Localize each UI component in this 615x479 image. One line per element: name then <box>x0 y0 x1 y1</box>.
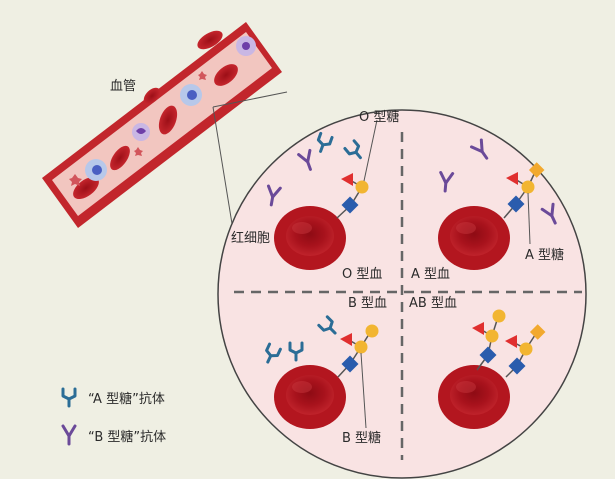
blood-vessel <box>42 22 282 228</box>
b-sugar-chain <box>337 324 379 378</box>
o-sugar-label: O 型糖 <box>359 109 399 125</box>
o-sugar-chain <box>336 173 369 219</box>
o-blood-label: O 型血 <box>342 267 382 282</box>
vessel-platelet <box>69 71 207 186</box>
red-blood-cell <box>274 206 346 270</box>
ab-sugar-chain-a <box>505 324 546 378</box>
quadrant-a <box>437 138 563 270</box>
ab-sugar-chain-b <box>472 309 506 371</box>
quadrant-o <box>263 119 378 270</box>
a-sugar-chain <box>503 162 545 219</box>
red-blood-cell <box>274 365 346 429</box>
red-blood-cell <box>438 206 510 270</box>
vessel-label: 血管 <box>110 79 136 94</box>
vessel-white-cell <box>85 36 256 181</box>
b-blood-label: B 型血 <box>348 296 387 311</box>
legend-a-antibody-label: “A 型糖”抗体 <box>88 391 165 407</box>
b-antibody-icon <box>61 424 77 446</box>
vessel-red-cell <box>73 30 238 200</box>
legend-b-antibody-label: “B 型糖”抗体 <box>88 429 166 445</box>
ab-blood-label: AB 型血 <box>409 296 457 311</box>
red-blood-cell <box>438 365 510 429</box>
zoom-lines <box>212 91 288 237</box>
red-cell-label: 红细胞 <box>231 230 270 246</box>
quadrant-ab <box>438 309 546 429</box>
a-sugar-label: A 型糖 <box>525 247 564 263</box>
quadrant-dividers <box>234 132 582 460</box>
legend: “A 型糖”抗体 “B 型糖”抗体 <box>61 387 166 446</box>
b-sugar-label: B 型糖 <box>342 430 381 446</box>
a-antibody-icon <box>61 387 77 408</box>
quadrant-b <box>260 315 379 429</box>
a-blood-label: A 型血 <box>411 267 450 282</box>
